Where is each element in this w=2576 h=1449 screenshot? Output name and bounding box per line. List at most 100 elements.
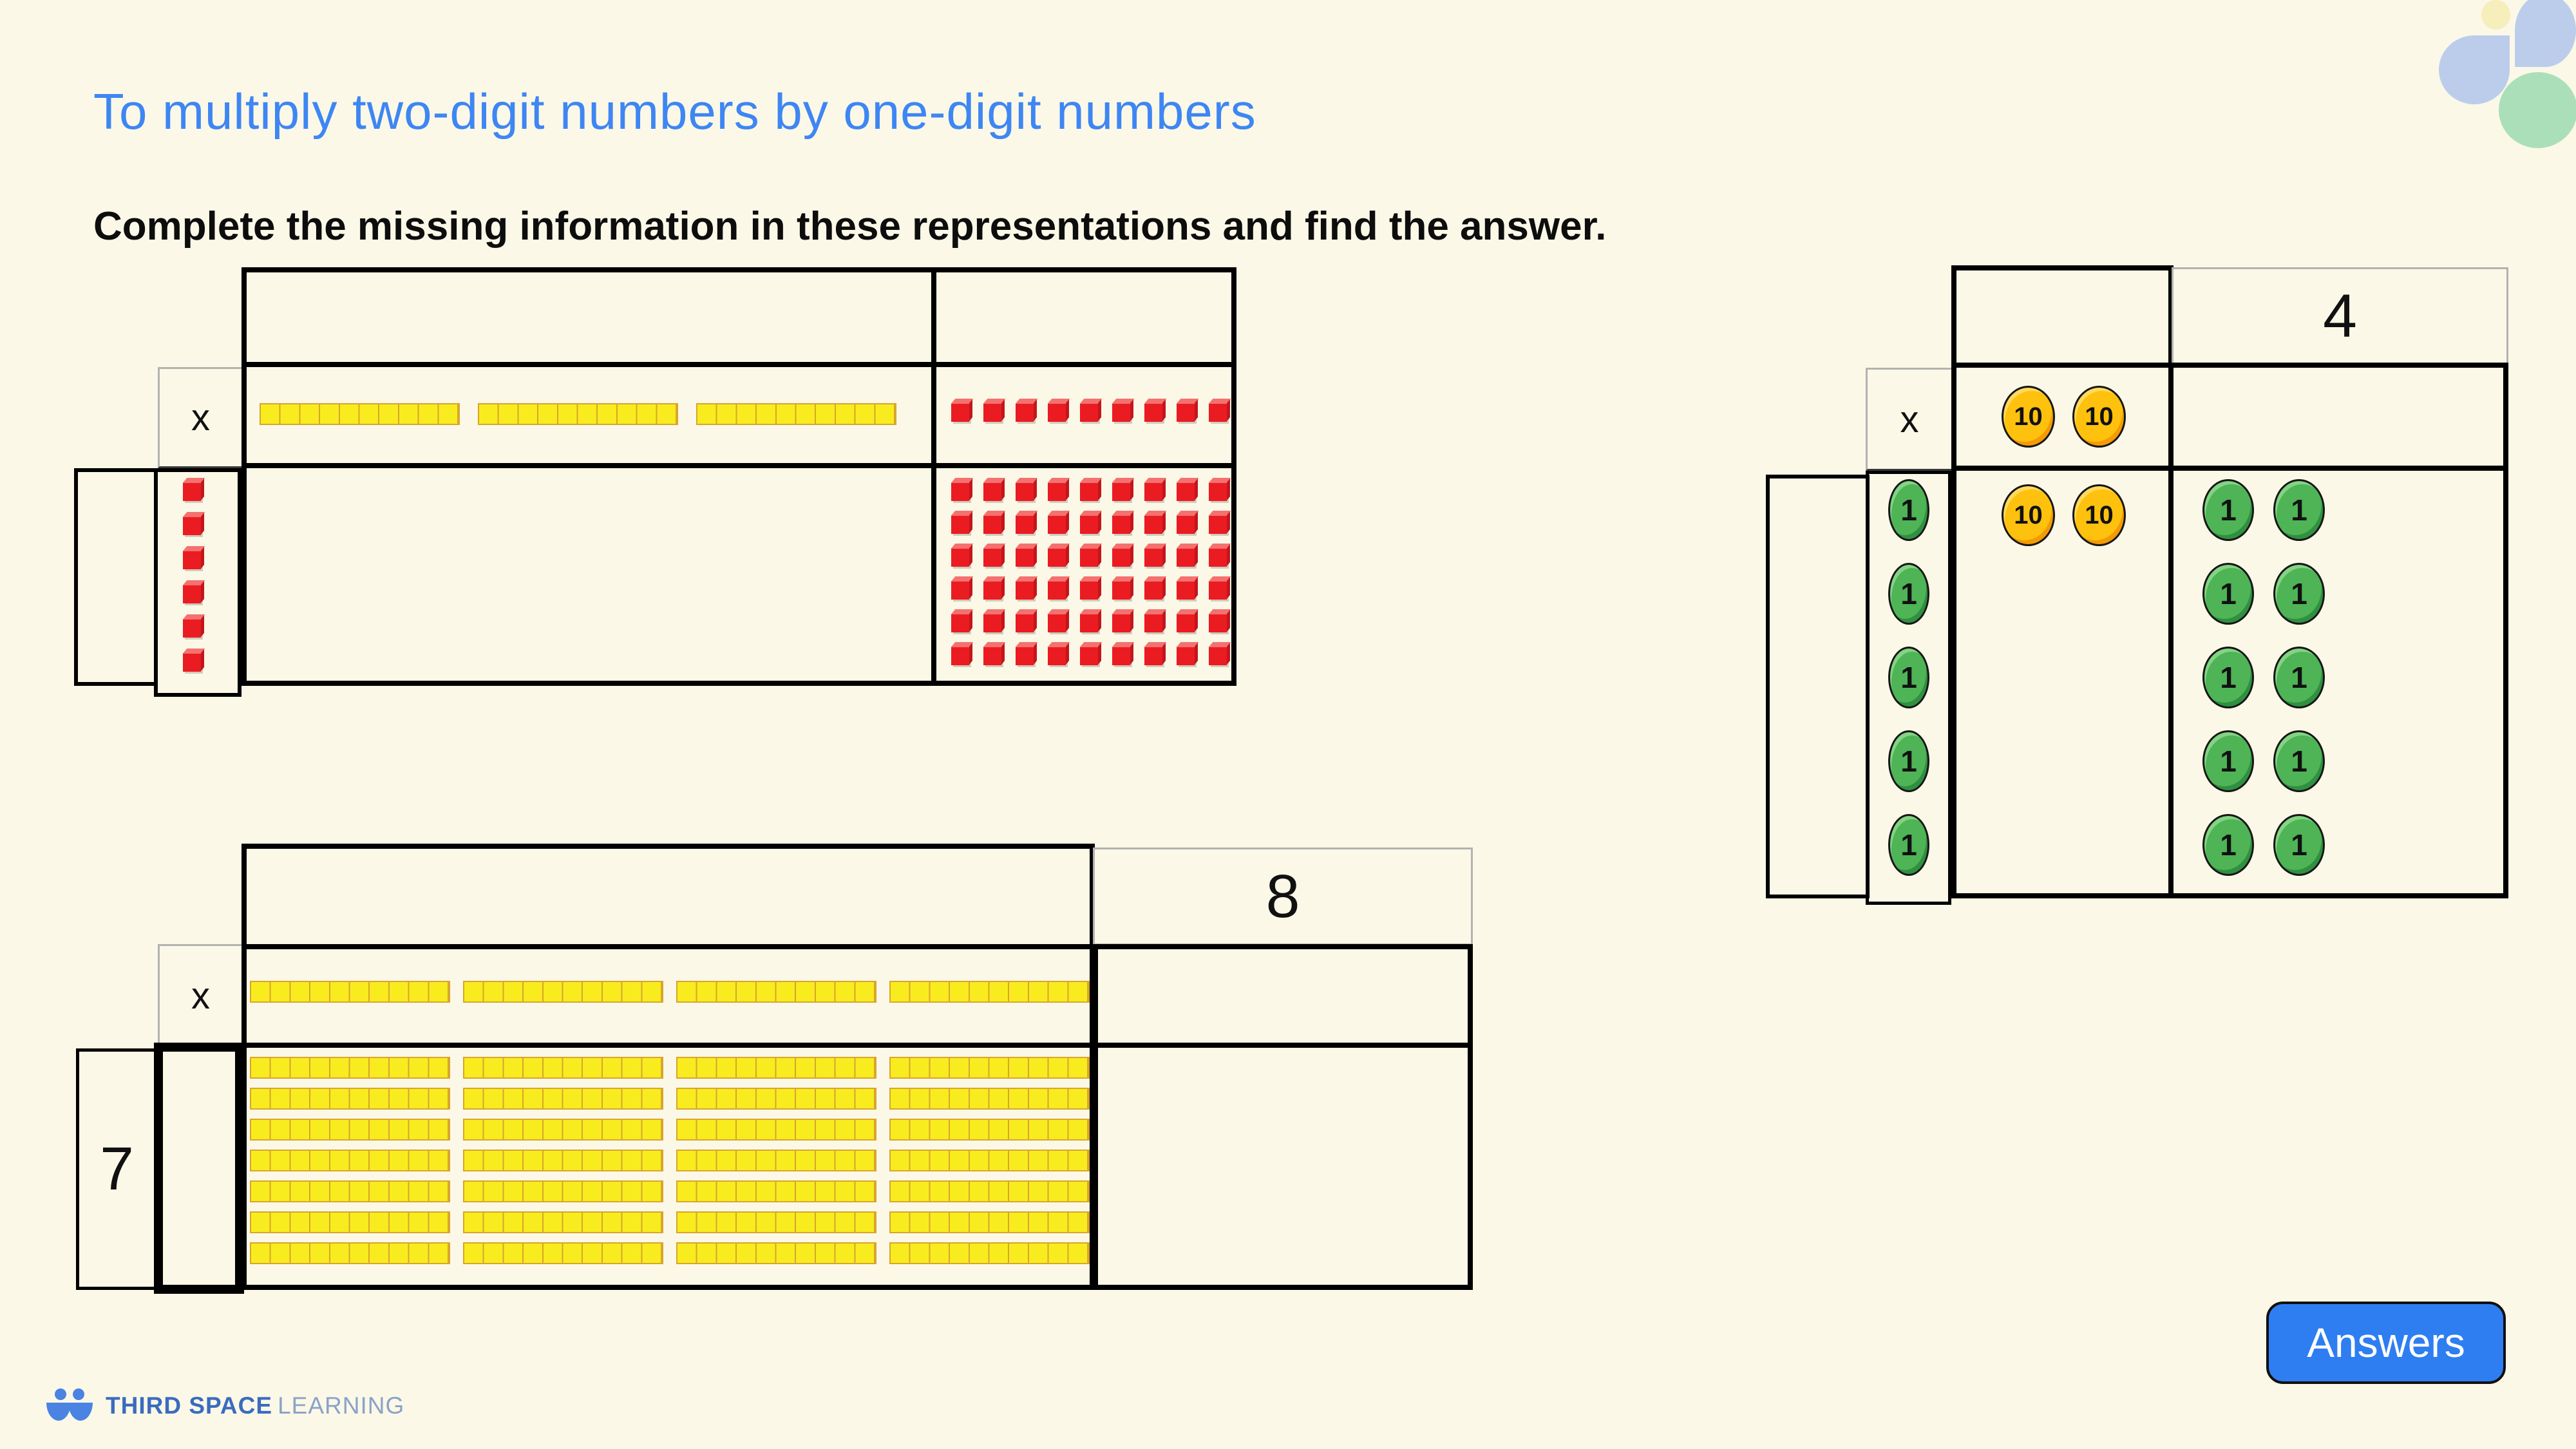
tens-rod (889, 1242, 1090, 1264)
unit-cube (1080, 614, 1098, 632)
tens-rod (889, 1211, 1090, 1233)
unit-cube (1209, 647, 1227, 665)
unit-cube (1112, 483, 1130, 501)
tens-rod (463, 1150, 663, 1171)
d1-ones-cubes (951, 398, 1230, 422)
d3-multiplier-cell: 7 (76, 1048, 158, 1290)
unit-cube (951, 614, 969, 632)
unit-cube (1209, 516, 1227, 534)
one-counter: 1 (2202, 814, 2254, 876)
tens-rod (889, 1119, 1090, 1141)
ten-counter: 10 (2072, 484, 2126, 546)
decorative-petal-icon (2515, 0, 2576, 67)
tens-rod (250, 1180, 450, 1202)
d3-product-ones-cell (1093, 1043, 1473, 1290)
unit-cube (1048, 614, 1066, 632)
unit-cube (951, 516, 969, 534)
third-space-learning-icon (46, 1388, 93, 1423)
tens-rod (250, 1119, 450, 1141)
tens-rod (676, 1057, 876, 1079)
unit-cube (983, 582, 1001, 600)
d1-multiplier-cell (74, 468, 158, 686)
unit-cube (1112, 516, 1130, 534)
unit-cube (1144, 614, 1162, 632)
ten-counter: 10 (2002, 484, 2055, 546)
unit-cube (1144, 516, 1162, 534)
tens-rod (463, 981, 663, 1003)
unit-cube (183, 654, 201, 672)
unit-cube (1112, 549, 1130, 567)
unit-cube (183, 585, 201, 603)
unit-cube (951, 483, 969, 501)
unit-cube (951, 549, 969, 567)
d2-multiply-cell: x (1866, 368, 1951, 471)
unit-cube (1177, 549, 1195, 567)
tens-rod (250, 1211, 450, 1233)
d3-header-tens-cell (242, 844, 1095, 949)
tens-rod (260, 403, 460, 425)
one-counter: 1 (2273, 814, 2325, 876)
unit-cube (1048, 404, 1066, 422)
unit-cube (1016, 647, 1034, 665)
unit-cube (1144, 483, 1162, 501)
unit-cube (1048, 549, 1066, 567)
d1-product-tens-cell (242, 463, 936, 686)
unit-cube (1209, 549, 1227, 567)
tens-rod (889, 1057, 1090, 1079)
tens-rod (463, 1088, 663, 1110)
unit-cube (1209, 582, 1227, 600)
unit-cube (1048, 483, 1066, 501)
unit-cube (1080, 404, 1098, 422)
unit-cube (983, 614, 1001, 632)
d3-multiplier-column-cell (154, 1043, 244, 1294)
unit-cube (183, 483, 201, 501)
tens-rod (696, 403, 896, 425)
d3-header-ones-cell: 8 (1093, 848, 1473, 945)
d2-product-tens-counters: 10 10 (2002, 484, 2126, 546)
ten-counter: 10 (2002, 386, 2055, 448)
tens-rod (676, 1211, 876, 1233)
unit-cube (183, 551, 201, 569)
decorative-petal-icon (2439, 35, 2510, 104)
tens-rod (676, 1180, 876, 1202)
unit-cube (1080, 647, 1098, 665)
unit-cube (183, 517, 201, 535)
unit-cube (1112, 404, 1130, 422)
unit-cube (1080, 516, 1098, 534)
tens-rod (250, 1150, 450, 1171)
one-counter: 1 (2273, 730, 2325, 792)
d1-tens-rods (260, 403, 896, 425)
unit-cube (1177, 483, 1195, 501)
unit-cube (983, 483, 1001, 501)
tens-rod (676, 1150, 876, 1171)
d1-multiplier-column-cell (154, 468, 242, 697)
unit-cube (1144, 582, 1162, 600)
answers-button[interactable]: Answers (2266, 1302, 2506, 1384)
unit-cube (1016, 404, 1034, 422)
d2-multiplier-cell (1766, 475, 1870, 898)
unit-cube (1048, 516, 1066, 534)
one-counter: 1 (1888, 479, 1929, 541)
unit-cube (1209, 483, 1227, 501)
d2-header-ones-cell: 4 (2172, 267, 2508, 366)
tens-rod (889, 1150, 1090, 1171)
unit-cube (1177, 647, 1195, 665)
d3-product-tens-cell (242, 1043, 1095, 1290)
page-title: To multiply two-digit numbers by one-dig… (93, 83, 1256, 140)
tens-rod (250, 1242, 450, 1264)
unit-cube (183, 620, 201, 638)
one-counter: 1 (2202, 479, 2254, 541)
tens-rod (463, 1057, 663, 1079)
tens-rod (889, 1088, 1090, 1110)
tens-rod (463, 1211, 663, 1233)
unit-cube (1080, 549, 1098, 567)
one-counter: 1 (2273, 479, 2325, 541)
unit-cube (1080, 582, 1098, 600)
d3-multiply-cell: x (158, 944, 242, 1048)
unit-cube (1177, 404, 1195, 422)
